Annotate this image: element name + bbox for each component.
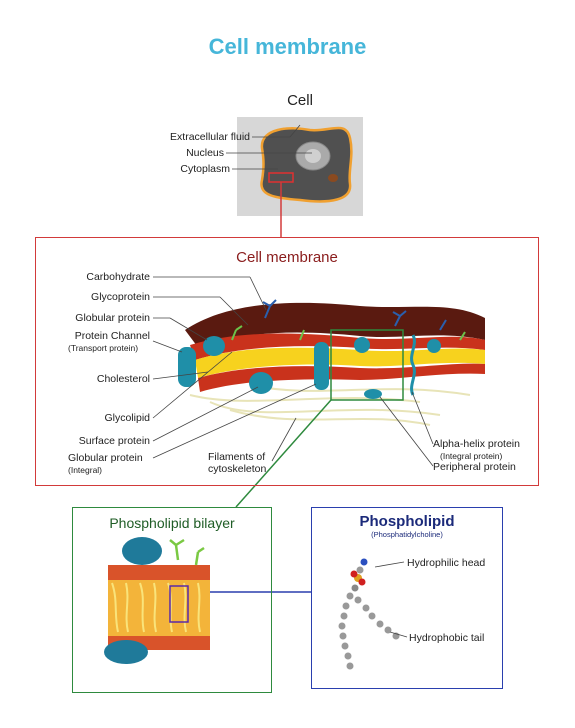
- label-filaments-line1: Filaments of: [208, 451, 266, 463]
- membrane-title: Cell membrane: [236, 249, 338, 266]
- phospholipid-subtitle: (Phosphatidylcholine): [371, 530, 443, 539]
- label-surface-protein: Surface protein: [78, 435, 150, 447]
- label-protein-channel: Protein Channel: [74, 330, 150, 342]
- label-globular-protein: Globular protein: [75, 312, 150, 324]
- bilayer-protein-bottom: [104, 640, 148, 664]
- membrane-top-surface: [185, 302, 485, 350]
- label-protein-channel-sub: (Transport protein): [68, 343, 139, 353]
- bilayer-protein-top: [122, 537, 162, 565]
- label-globular-integral-sub: (Integral): [68, 465, 103, 475]
- cell-illustration: [237, 117, 363, 216]
- label-extracellular-fluid: Extracellular fluid: [170, 131, 250, 143]
- alpha-helix: [410, 334, 416, 396]
- label-alpha-helix: Alpha-helix protein: [433, 438, 520, 450]
- label-globular-integral: Globular protein: [68, 452, 143, 464]
- cell-membrane-panel: [35, 237, 539, 486]
- membrane-illustration: [178, 299, 485, 426]
- globular-protein: [203, 336, 225, 356]
- label-peripheral-protein: Peripheral protein: [433, 461, 516, 473]
- label-glycolipid: Glycolipid: [104, 412, 150, 424]
- label-alpha-helix-sub: (Integral protein): [440, 451, 503, 461]
- label-cholesterol: Cholesterol: [96, 373, 150, 385]
- nucleolus: [305, 149, 321, 163]
- label-glycoprotein: Glycoprotein: [91, 291, 150, 303]
- bilayer-illustration: [104, 537, 210, 664]
- label-hydrophobic-tail: Hydrophobic tail: [409, 632, 485, 644]
- label-carbohydrate: Carbohydrate: [86, 271, 150, 283]
- bilayer-zoom-box: [330, 329, 404, 401]
- organelle: [328, 174, 338, 182]
- peripheral-protein: [364, 389, 382, 399]
- label-cytoplasm: Cytoplasm: [180, 163, 230, 175]
- phospholipid-title: Phospholipid: [359, 513, 455, 530]
- phospholipid-molecule: [338, 558, 408, 670]
- bilayer-title: Phospholipid bilayer: [109, 515, 235, 531]
- phospholipid-bilayer-panel: [72, 507, 272, 693]
- label-filaments-line2: cytoskeleton: [208, 463, 267, 475]
- phospholipid-zoom-box: [169, 585, 189, 623]
- label-hydrophilic-head: Hydrophilic head: [407, 557, 486, 569]
- integral-protein: [314, 342, 329, 390]
- protein-channel: [178, 347, 196, 387]
- page-title: Cell membrane: [208, 34, 367, 59]
- label-nucleus: Nucleus: [186, 147, 224, 159]
- cell-title: Cell: [287, 92, 313, 109]
- phospholipid-panel: [311, 507, 503, 689]
